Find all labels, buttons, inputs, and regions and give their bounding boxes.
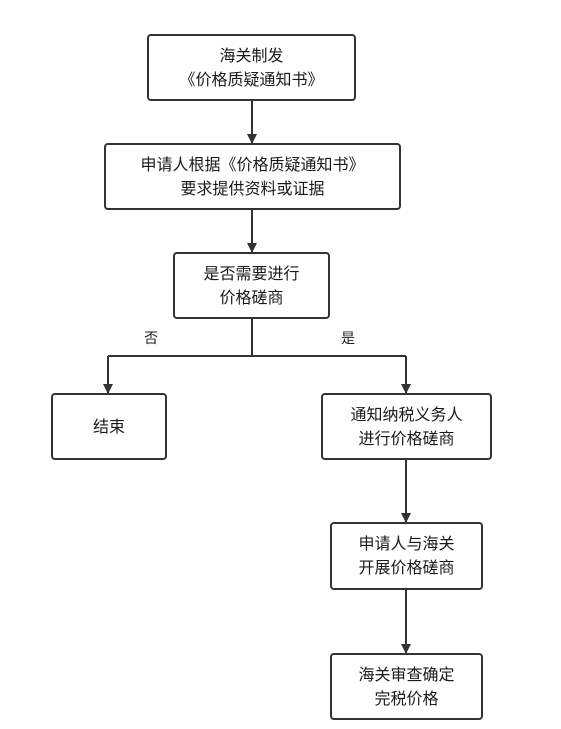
branch-label-no: 否 (144, 331, 158, 347)
node-notify-taxpayer-line2: 进行价格磋商 (358, 428, 455, 448)
node-decision-line2: 价格磋商 (219, 287, 284, 307)
node-decision: 是否需要进行 价格磋商 (173, 252, 330, 319)
node-applicant-submit-line1: 申请人根据《价格质疑通知书》 (140, 154, 365, 174)
node-issue-notice-line2: 《价格质疑通知书》 (179, 69, 324, 89)
node-conduct-consultation: 申请人与海关 开展价格磋商 (330, 522, 483, 590)
node-applicant-submit: 申请人根据《价格质疑通知书》 要求提供资料或证据 (104, 143, 401, 210)
node-issue-notice-line1: 海关制发 (219, 45, 284, 65)
node-determine-price: 海关审查确定 完税价格 (330, 653, 483, 720)
node-determine-price-line2: 完税价格 (374, 688, 439, 708)
node-notify-taxpayer-line1: 通知纳税义务人 (350, 404, 463, 424)
node-issue-notice: 海关制发 《价格质疑通知书》 (147, 34, 356, 101)
node-notify-taxpayer: 通知纳税义务人 进行价格磋商 (321, 393, 492, 460)
node-end-line1: 结束 (92, 416, 125, 436)
node-determine-price-line1: 海关审查确定 (358, 664, 455, 684)
node-conduct-consultation-line1: 申请人与海关 (358, 534, 455, 553)
node-applicant-submit-line2: 要求提供资料或证据 (180, 178, 325, 198)
node-end: 结束 (51, 393, 167, 460)
branch-label-yes: 是 (341, 331, 355, 347)
node-conduct-consultation-line2: 开展价格磋商 (358, 558, 455, 577)
node-decision-line1: 是否需要进行 (203, 263, 300, 283)
